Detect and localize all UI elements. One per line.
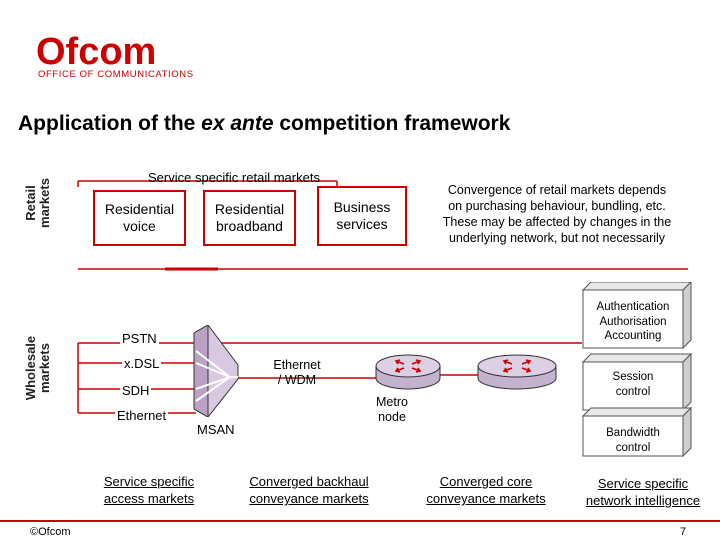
backhaul-markets-line1: Converged backhaul: [249, 474, 369, 489]
metro-label-line2: node: [378, 410, 406, 424]
convergence-line4: underlying network, but not necessarily: [448, 231, 666, 245]
business-services-line1: Business: [333, 199, 391, 215]
residential-voice-line2: voice: [123, 218, 156, 234]
xdsl-label: x.DSL: [122, 356, 162, 371]
auth-line3: Accounting: [604, 330, 662, 342]
intelligence-markets-line2: network intelligence: [585, 493, 701, 508]
logo-tagline: OFFICE OF COMMUNICATIONS: [38, 69, 194, 80]
session-line1: Session: [612, 371, 654, 383]
intelligence-markets-line1: Service specific: [597, 476, 689, 491]
intelligence-stack-graphic: [581, 282, 693, 457]
msan-device-icon: [193, 325, 239, 417]
residential-voice-line1: Residential: [104, 201, 175, 217]
backhaul-label-line1: Ethernet: [273, 358, 321, 372]
bandwidth-control-label: Bandwidth control: [583, 426, 683, 455]
metro-node-label: Metro node: [368, 395, 416, 425]
auth-line2: Authorisation: [599, 315, 667, 328]
backhaul-markets-line2: conveyance markets: [249, 491, 369, 506]
ethernet-label: Ethernet: [115, 408, 169, 423]
backhaul-label-line2: / WDM: [277, 373, 317, 387]
sdh-label: SDH: [120, 383, 152, 398]
page-title: Application of the ex ante competition f…: [18, 112, 510, 136]
access-markets-label: Service specific access markets: [82, 473, 216, 507]
backhaul-markets-label: Converged backhaul conveyance markets: [236, 473, 382, 507]
title-emphasis: ex ante: [201, 112, 274, 135]
bandwidth-line2: control: [615, 441, 651, 454]
title-prefix: Application of the: [18, 112, 202, 135]
session-line2: control: [615, 385, 651, 398]
ofcom-logo: Ofcom OFFICE OF COMMUNICATIONS: [36, 30, 236, 84]
footer-divider: [0, 520, 720, 522]
convergence-note: Convergence of retail markets depends on…: [426, 182, 688, 246]
metro-label-line1: Metro: [376, 395, 408, 409]
core-router-icon: [477, 354, 557, 390]
access-markets-line2: access markets: [103, 491, 195, 506]
residential-broadband-line2: broadband: [216, 218, 283, 234]
intelligence-markets-label: Service specific network intelligence: [574, 475, 712, 509]
auth-box-label: Authentication Authorisation Accounting: [583, 300, 683, 344]
logo-wordmark: Ofcom: [36, 31, 156, 73]
bandwidth-line1: Bandwidth: [606, 427, 660, 439]
page-number: 7: [680, 526, 687, 538]
core-markets-line2: conveyance markets: [426, 491, 546, 506]
ofcom-logo-graphic: Ofcom OFFICE OF COMMUNICATIONS: [36, 31, 194, 80]
convergence-line3: These may be affected by changes in the: [442, 215, 672, 229]
convergence-line2: on purchasing behaviour, bundling, etc.: [448, 199, 666, 213]
residential-broadband-line1: Residential: [214, 201, 285, 217]
session-control-label: Session control: [583, 370, 683, 399]
backhaul-label: Ethernet / WDM: [262, 358, 332, 388]
convergence-line1: Convergence of retail markets depends: [447, 183, 667, 197]
title-suffix: competition framework: [273, 112, 511, 135]
core-markets-line1: Converged core: [439, 474, 533, 489]
copyright-text: ©Ofcom: [30, 526, 71, 538]
auth-line1: Authentication: [596, 301, 670, 313]
metro-router-icon: [375, 354, 441, 390]
retail-markets-heading: Service specific retail markets: [148, 170, 320, 185]
msan-label: MSAN: [197, 422, 235, 437]
pstn-label: PSTN: [120, 331, 159, 346]
access-markets-line1: Service specific: [103, 474, 195, 489]
business-services-line2: services: [336, 216, 388, 232]
core-markets-label: Converged core conveyance markets: [416, 473, 556, 507]
